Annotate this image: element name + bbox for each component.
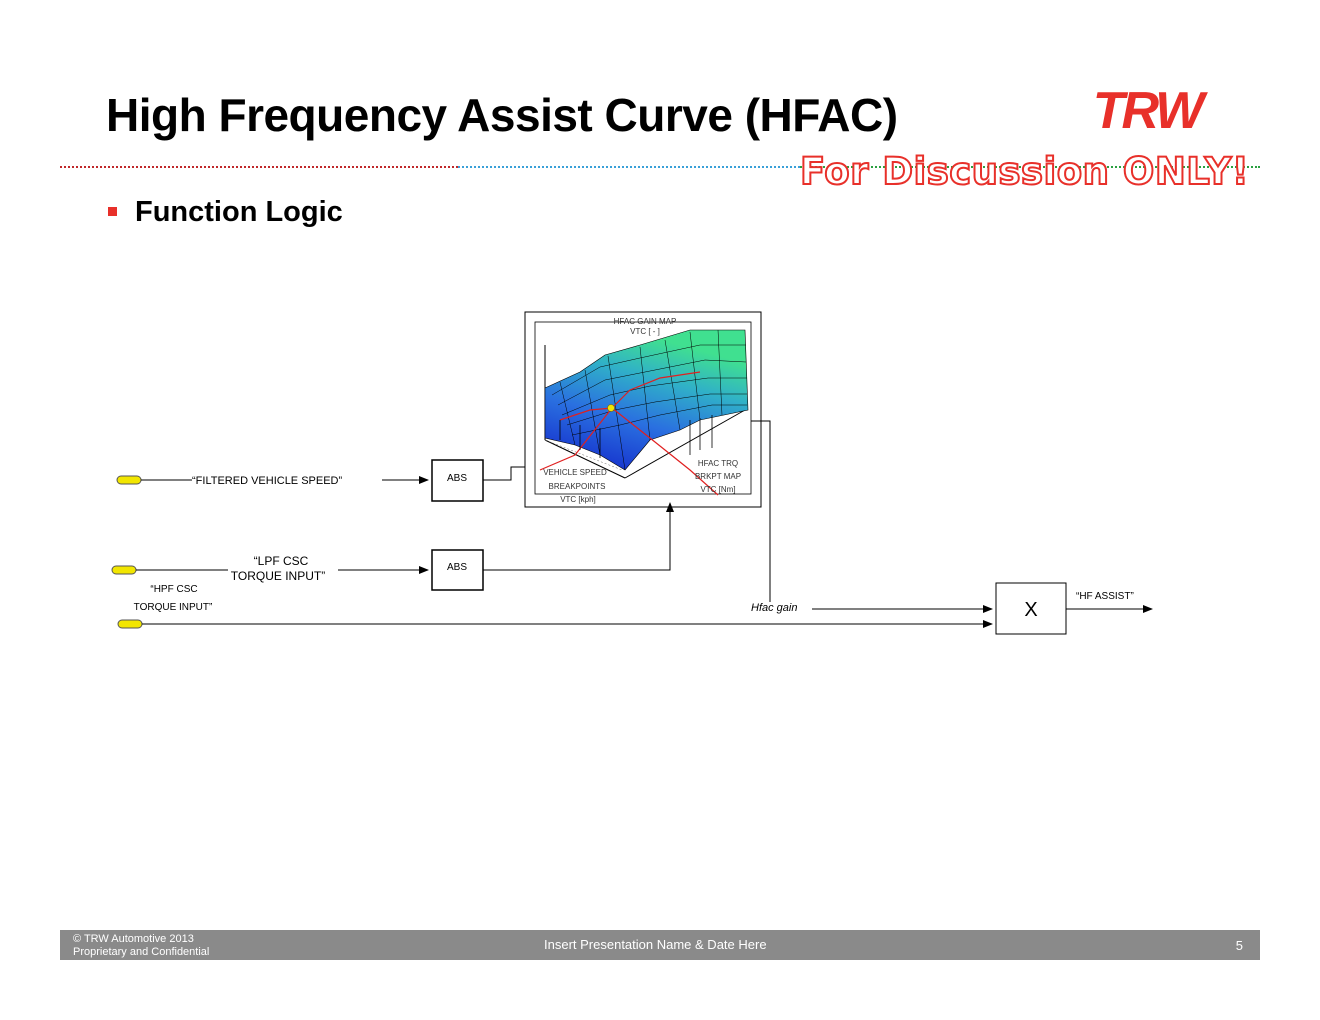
label-hf-assist: “HF ASSIST” xyxy=(1076,591,1134,602)
abs-block-2-label: ABS xyxy=(447,562,467,573)
bullet-marker xyxy=(108,207,117,216)
label-filtered-vehicle-speed: “FILTERED VEHICLE SPEED” xyxy=(192,475,342,487)
gain-map-x-label-3: VTC [kph] xyxy=(560,495,596,504)
gain-map-x-label-1: VEHICLE SPEED xyxy=(543,468,607,477)
slide-title: High Frequency Assist Curve (HFAC) xyxy=(106,89,898,141)
label-hfac-gain: Hfac gain xyxy=(751,602,797,614)
port-lpf-torque xyxy=(111,565,137,575)
gain-map-title-1: HFAC GAIN MAP xyxy=(614,317,677,326)
abs-block-1-label: ABS xyxy=(447,473,467,484)
abs-block-2 xyxy=(431,549,484,591)
gain-map-y-label-2: BRKPT MAP xyxy=(695,472,741,481)
footer-copyright: © TRW Automotive 2013 xyxy=(73,933,194,945)
footer-presentation-name: Insert Presentation Name & Date Here xyxy=(544,937,767,952)
footer-page-number: 5 xyxy=(1235,938,1243,953)
label-lpf-csc: “LPF CSC xyxy=(254,554,309,568)
abs-block-1 xyxy=(431,459,484,502)
bullet-function-logic: Function Logic xyxy=(135,196,343,228)
trw-logo-text: TRW xyxy=(1093,84,1208,132)
multiply-block xyxy=(995,582,1067,635)
operating-point-marker xyxy=(607,404,615,412)
multiply-symbol: X xyxy=(1024,599,1037,621)
trw-logo: TRW xyxy=(1093,84,1211,132)
footer-confidential: Proprietary and Confidential xyxy=(73,946,210,958)
gain-map-title-2: VTC [ - ] xyxy=(630,327,660,336)
gain-map-y-label-3: VTC [Nm] xyxy=(700,485,735,494)
port-hpf-torque xyxy=(117,619,143,629)
divider-red xyxy=(60,166,458,168)
divider-blue xyxy=(458,166,800,168)
discussion-stamp: For Discussion ONLY! xyxy=(799,149,1250,194)
gain-map-y-label-1: HFAC TRQ xyxy=(698,459,738,468)
label-lpf-torque-input: TORQUE INPUT” xyxy=(231,569,325,583)
label-hpf-csc: “HPF CSC xyxy=(150,584,197,595)
footer-copyright-block: © TRW Automotive 2013 Proprietary and Co… xyxy=(73,933,209,959)
gain-map-x-label-2: BREAKPOINTS xyxy=(549,482,606,491)
port-vehicle-speed xyxy=(116,475,142,485)
divider-green xyxy=(800,166,1260,168)
label-hpf-torque-input: TORQUE INPUT” xyxy=(134,602,213,613)
footer-bar: © TRW Automotive 2013 Proprietary and Co… xyxy=(60,930,1260,960)
